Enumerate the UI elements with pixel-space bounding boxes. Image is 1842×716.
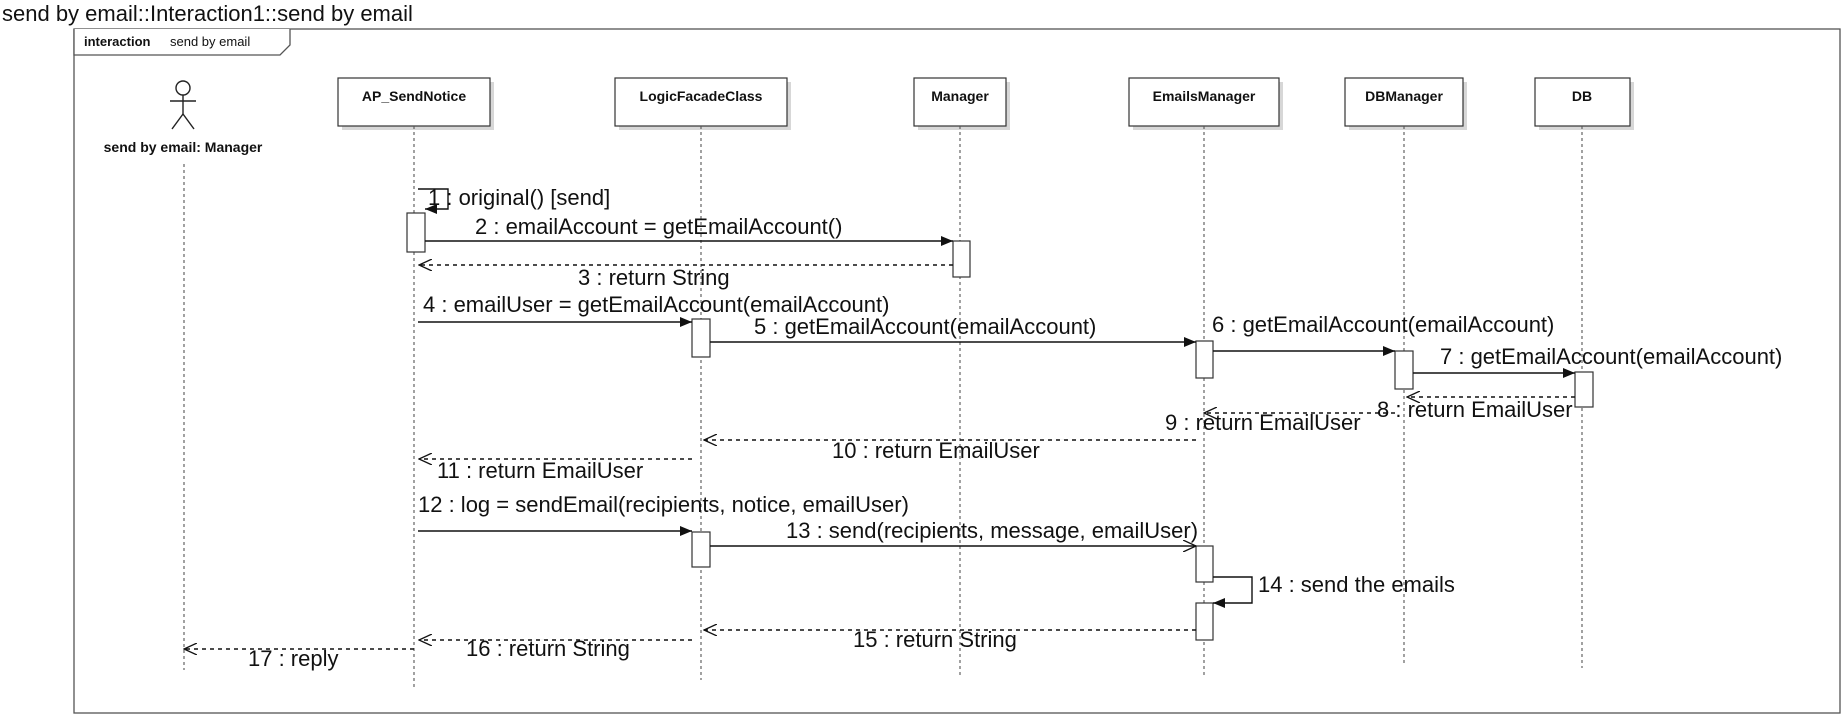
message-5-label: 5 : getEmailAccount(emailAccount) — [754, 314, 1096, 339]
messages — [184, 188, 1575, 649]
lifeline-dbmanager[interactable]: DBManager — [1344, 77, 1467, 130]
activation-bar — [1195, 545, 1214, 583]
message-11-label: 11 : return EmailUser — [437, 458, 643, 483]
lifeline-lines — [183, 126, 1583, 690]
message-17-label: 17 : reply — [248, 646, 339, 671]
activation-bars — [406, 212, 1594, 641]
message-9-label: 9 : return EmailUser — [1165, 410, 1361, 435]
lifeline-db[interactable]: DB — [1534, 77, 1634, 130]
activation-bar — [1195, 602, 1214, 641]
diagram-title: send by email::Interaction1::send by ema… — [2, 1, 413, 26]
lifeline-manager[interactable]: Manager — [913, 77, 1010, 130]
message-14-arrow — [1213, 576, 1253, 608]
lifeline-label: AP_SendNotice — [362, 88, 466, 104]
message-2-label: 2 : emailAccount = getEmailAccount() — [475, 214, 842, 239]
message-4-label: 4 : emailUser = getEmailAccount(emailAcc… — [423, 292, 889, 317]
interaction-frame: interaction send by email — [73, 28, 1841, 714]
frame-keyword: interaction — [84, 34, 151, 49]
lifeline-label: EmailsManager — [1153, 88, 1256, 104]
message-1-arrow — [418, 188, 449, 214]
message-10-label: 10 : return EmailUser — [832, 438, 1040, 463]
lifeline-emailsmanager[interactable]: EmailsManager — [1128, 77, 1283, 130]
activation-bar — [1394, 350, 1414, 390]
message-3-label: 3 : return String — [578, 265, 730, 290]
message-1-label: 1 : original() [send] — [428, 185, 610, 210]
message-16-label: 16 : return String — [466, 636, 630, 661]
message-14-label: 14 : send the emails — [1258, 572, 1455, 597]
message-13-label: 13 : send(recipients, message, emailUser… — [786, 518, 1198, 543]
lifeline-label: Manager — [931, 88, 989, 104]
lifeline-logicfacadeclass[interactable]: LogicFacadeClass — [614, 77, 791, 130]
activation-bar — [691, 318, 711, 358]
message-labels: 1 : original() [send] 2 : emailAccount =… — [248, 185, 1782, 671]
activation-bar — [691, 531, 711, 568]
lifeline-ap-sendnotice[interactable]: AP_SendNotice — [337, 77, 494, 130]
lifeline-label: LogicFacadeClass — [640, 88, 763, 104]
message-8-label: 8 : return EmailUser — [1377, 397, 1573, 422]
actor-label: send by email: Manager — [104, 139, 263, 155]
frame-name: send by email — [170, 34, 250, 49]
actor-manager[interactable]: send by email: Manager — [104, 80, 263, 155]
activation-bar — [1195, 340, 1214, 379]
lifeline-label: DBManager — [1365, 88, 1443, 104]
lifeline-label: DB — [1572, 88, 1592, 104]
message-12-label: 12 : log = sendEmail(recipients, notice,… — [418, 492, 909, 517]
message-15-label: 15 : return String — [853, 627, 1017, 652]
actor-stick-figure-icon — [170, 80, 196, 130]
activation-bar — [952, 240, 971, 278]
message-6-label: 6 : getEmailAccount(emailAccount) — [1212, 312, 1554, 337]
activation-bar — [406, 212, 426, 253]
message-7-label: 7 : getEmailAccount(emailAccount) — [1440, 344, 1782, 369]
activation-bar — [1574, 371, 1594, 408]
